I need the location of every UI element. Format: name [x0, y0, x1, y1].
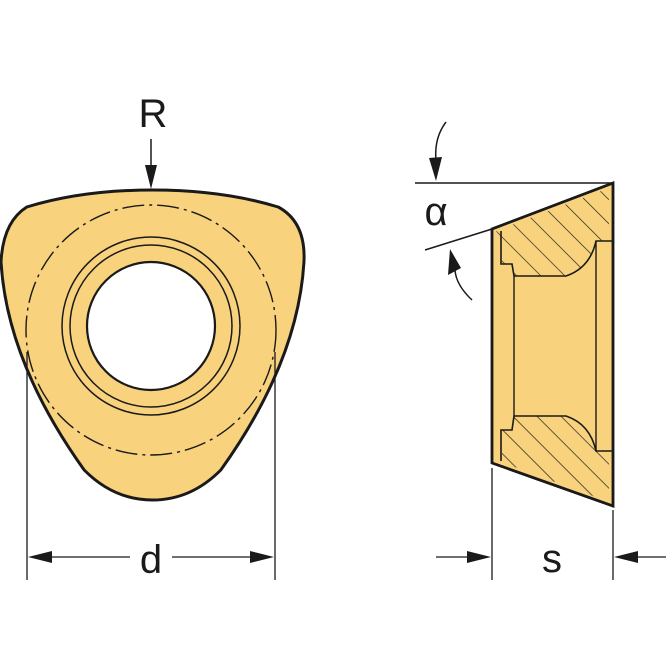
section-hatch-upper — [496, 188, 609, 276]
insert-section-view — [490, 181, 615, 508]
radius-label: R — [139, 92, 168, 136]
reference-slanted-line — [424, 228, 493, 251]
bore-profile-lower — [500, 415, 612, 461]
section-outline — [490, 181, 615, 508]
diameter-arrow-right — [250, 551, 274, 563]
section-hatch-lower — [496, 416, 609, 502]
thickness-dimension: s — [436, 468, 666, 581]
radius-callout: R — [139, 92, 168, 189]
hole-counterbore-outer — [61, 236, 241, 416]
angle-arrow-bottom — [448, 249, 461, 275]
bore-profile-upper — [500, 231, 612, 277]
insert-top-view — [0, 188, 306, 502]
diameter-label: d — [140, 538, 162, 582]
angle-arrow-top — [429, 157, 442, 181]
center-hole — [85, 260, 217, 392]
thickness-label: s — [542, 537, 562, 581]
thickness-arrow-left — [467, 551, 491, 563]
diameter-dimension: d — [26, 352, 276, 582]
radius-arrowhead — [145, 165, 157, 189]
clearance-angle-label: α — [424, 190, 447, 234]
thickness-arrow-right — [614, 551, 638, 563]
diameter-arrow-left — [28, 551, 52, 563]
hole-counterbore-inner — [69, 244, 233, 408]
inscribed-circle-centerline — [25, 204, 277, 456]
clearance-angle-callout: α — [415, 121, 613, 301]
